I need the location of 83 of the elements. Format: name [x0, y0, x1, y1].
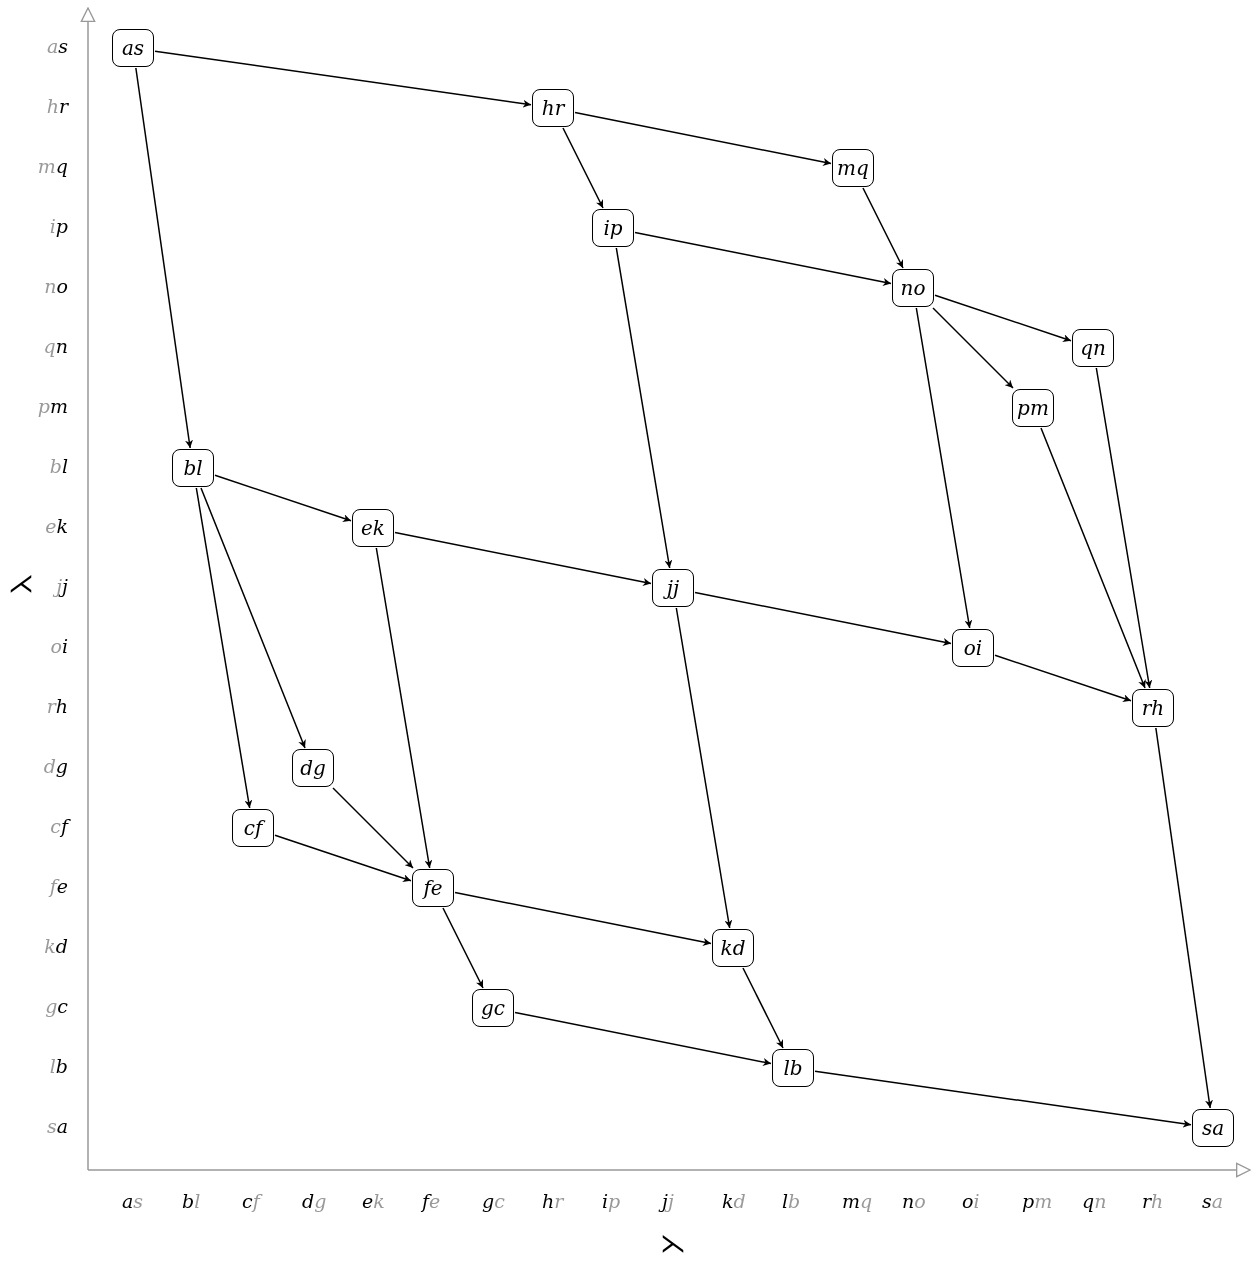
arrow: [862, 187, 904, 269]
arrow: [274, 834, 412, 882]
axis-tick-label: bl: [182, 1190, 201, 1212]
axis-tick-label: fe: [49, 875, 68, 897]
arrow: [615, 247, 673, 569]
arrow: [214, 474, 352, 522]
axis-label: ⋋: [660, 1228, 686, 1258]
axis-tick-label: bl: [49, 455, 68, 477]
axis-tick-label: ek: [362, 1190, 385, 1212]
axis-tick-label: lb: [782, 1190, 801, 1212]
axis-tick-label: hr: [542, 1190, 564, 1212]
axis-tick-label: ek: [45, 515, 68, 537]
node-box: dg: [292, 749, 334, 787]
axis-tick-label: gc: [45, 995, 68, 1017]
axis-tick-label: rh: [1142, 1190, 1164, 1212]
axis-tick-label: pm: [1022, 1190, 1053, 1212]
arrow: [915, 307, 973, 629]
arrow: [195, 487, 253, 809]
arrow: [442, 907, 484, 989]
node-box: bl: [172, 449, 214, 487]
node-box: fe: [412, 869, 454, 907]
arrow: [375, 547, 433, 869]
axis-label: ⋌: [8, 568, 34, 598]
node-box: rh: [1132, 689, 1174, 727]
axis-tick-label: rh: [46, 695, 68, 717]
node-box: jj: [652, 569, 694, 607]
axis-tick-label: gc: [482, 1190, 505, 1212]
arrow: [1155, 727, 1213, 1109]
arrow: [742, 967, 784, 1049]
arrow: [934, 294, 1072, 342]
axis-tick-label: hr: [46, 95, 68, 117]
axis-tick-label: no: [902, 1190, 926, 1212]
axis-tick-label: fe: [422, 1190, 441, 1212]
arrow: [1040, 427, 1146, 689]
arrow: [200, 487, 306, 749]
arrow: [394, 531, 652, 586]
axis-tick-label: sa: [1202, 1190, 1224, 1212]
node-box: qn: [1072, 329, 1114, 367]
axis-tick-label: qn: [1082, 1190, 1107, 1212]
axis-tick-label: no: [44, 275, 68, 297]
axis-tick-label: as: [122, 1190, 144, 1212]
arrow: [332, 787, 414, 869]
node-box: oi: [952, 629, 994, 667]
axis-tick-label: pm: [37, 395, 68, 417]
axis-tick-label: mq: [37, 155, 68, 177]
arrow: [994, 654, 1132, 702]
arrow: [562, 127, 604, 209]
node-box: gc: [472, 989, 514, 1027]
axis-tick-label: oi: [962, 1190, 980, 1212]
node-box: hr: [532, 89, 574, 127]
axis-tick-label: oi: [50, 635, 68, 657]
node-box: ek: [352, 509, 394, 547]
axis-tick-label: sa: [46, 1115, 68, 1137]
arrow: [675, 607, 733, 929]
axis-tick-label: dg: [43, 755, 68, 777]
axis-tick-label: as: [46, 35, 68, 57]
node-box: sa: [1192, 1109, 1234, 1147]
arrow: [135, 67, 193, 449]
node-box: cf: [232, 809, 274, 847]
node-box: lb: [772, 1049, 814, 1087]
arrow: [1095, 367, 1153, 689]
axis-tick-label: ip: [602, 1190, 621, 1212]
arrow: [574, 111, 832, 166]
node-box: ip: [592, 209, 634, 247]
node-box: no: [892, 269, 934, 307]
axis-tick-label: mq: [842, 1190, 873, 1212]
arrow: [694, 591, 952, 646]
arrow: [514, 1011, 772, 1066]
node-box: pm: [1012, 389, 1054, 427]
arrow: [814, 1070, 1192, 1128]
arrow: [154, 50, 532, 108]
axis-tick-label: ip: [49, 215, 68, 237]
axis-tick-label: qn: [43, 335, 68, 357]
node-box: as: [112, 29, 154, 67]
arrow: [454, 891, 712, 946]
axis-tick-label: kd: [44, 935, 68, 957]
axis-tick-label: lb: [49, 1055, 68, 1077]
axis-tick-label: kd: [722, 1190, 746, 1212]
node-box: kd: [712, 929, 754, 967]
axis-tick-label: dg: [302, 1190, 327, 1212]
node-box: mq: [832, 149, 874, 187]
arrow: [932, 307, 1014, 389]
arrow: [634, 231, 892, 286]
